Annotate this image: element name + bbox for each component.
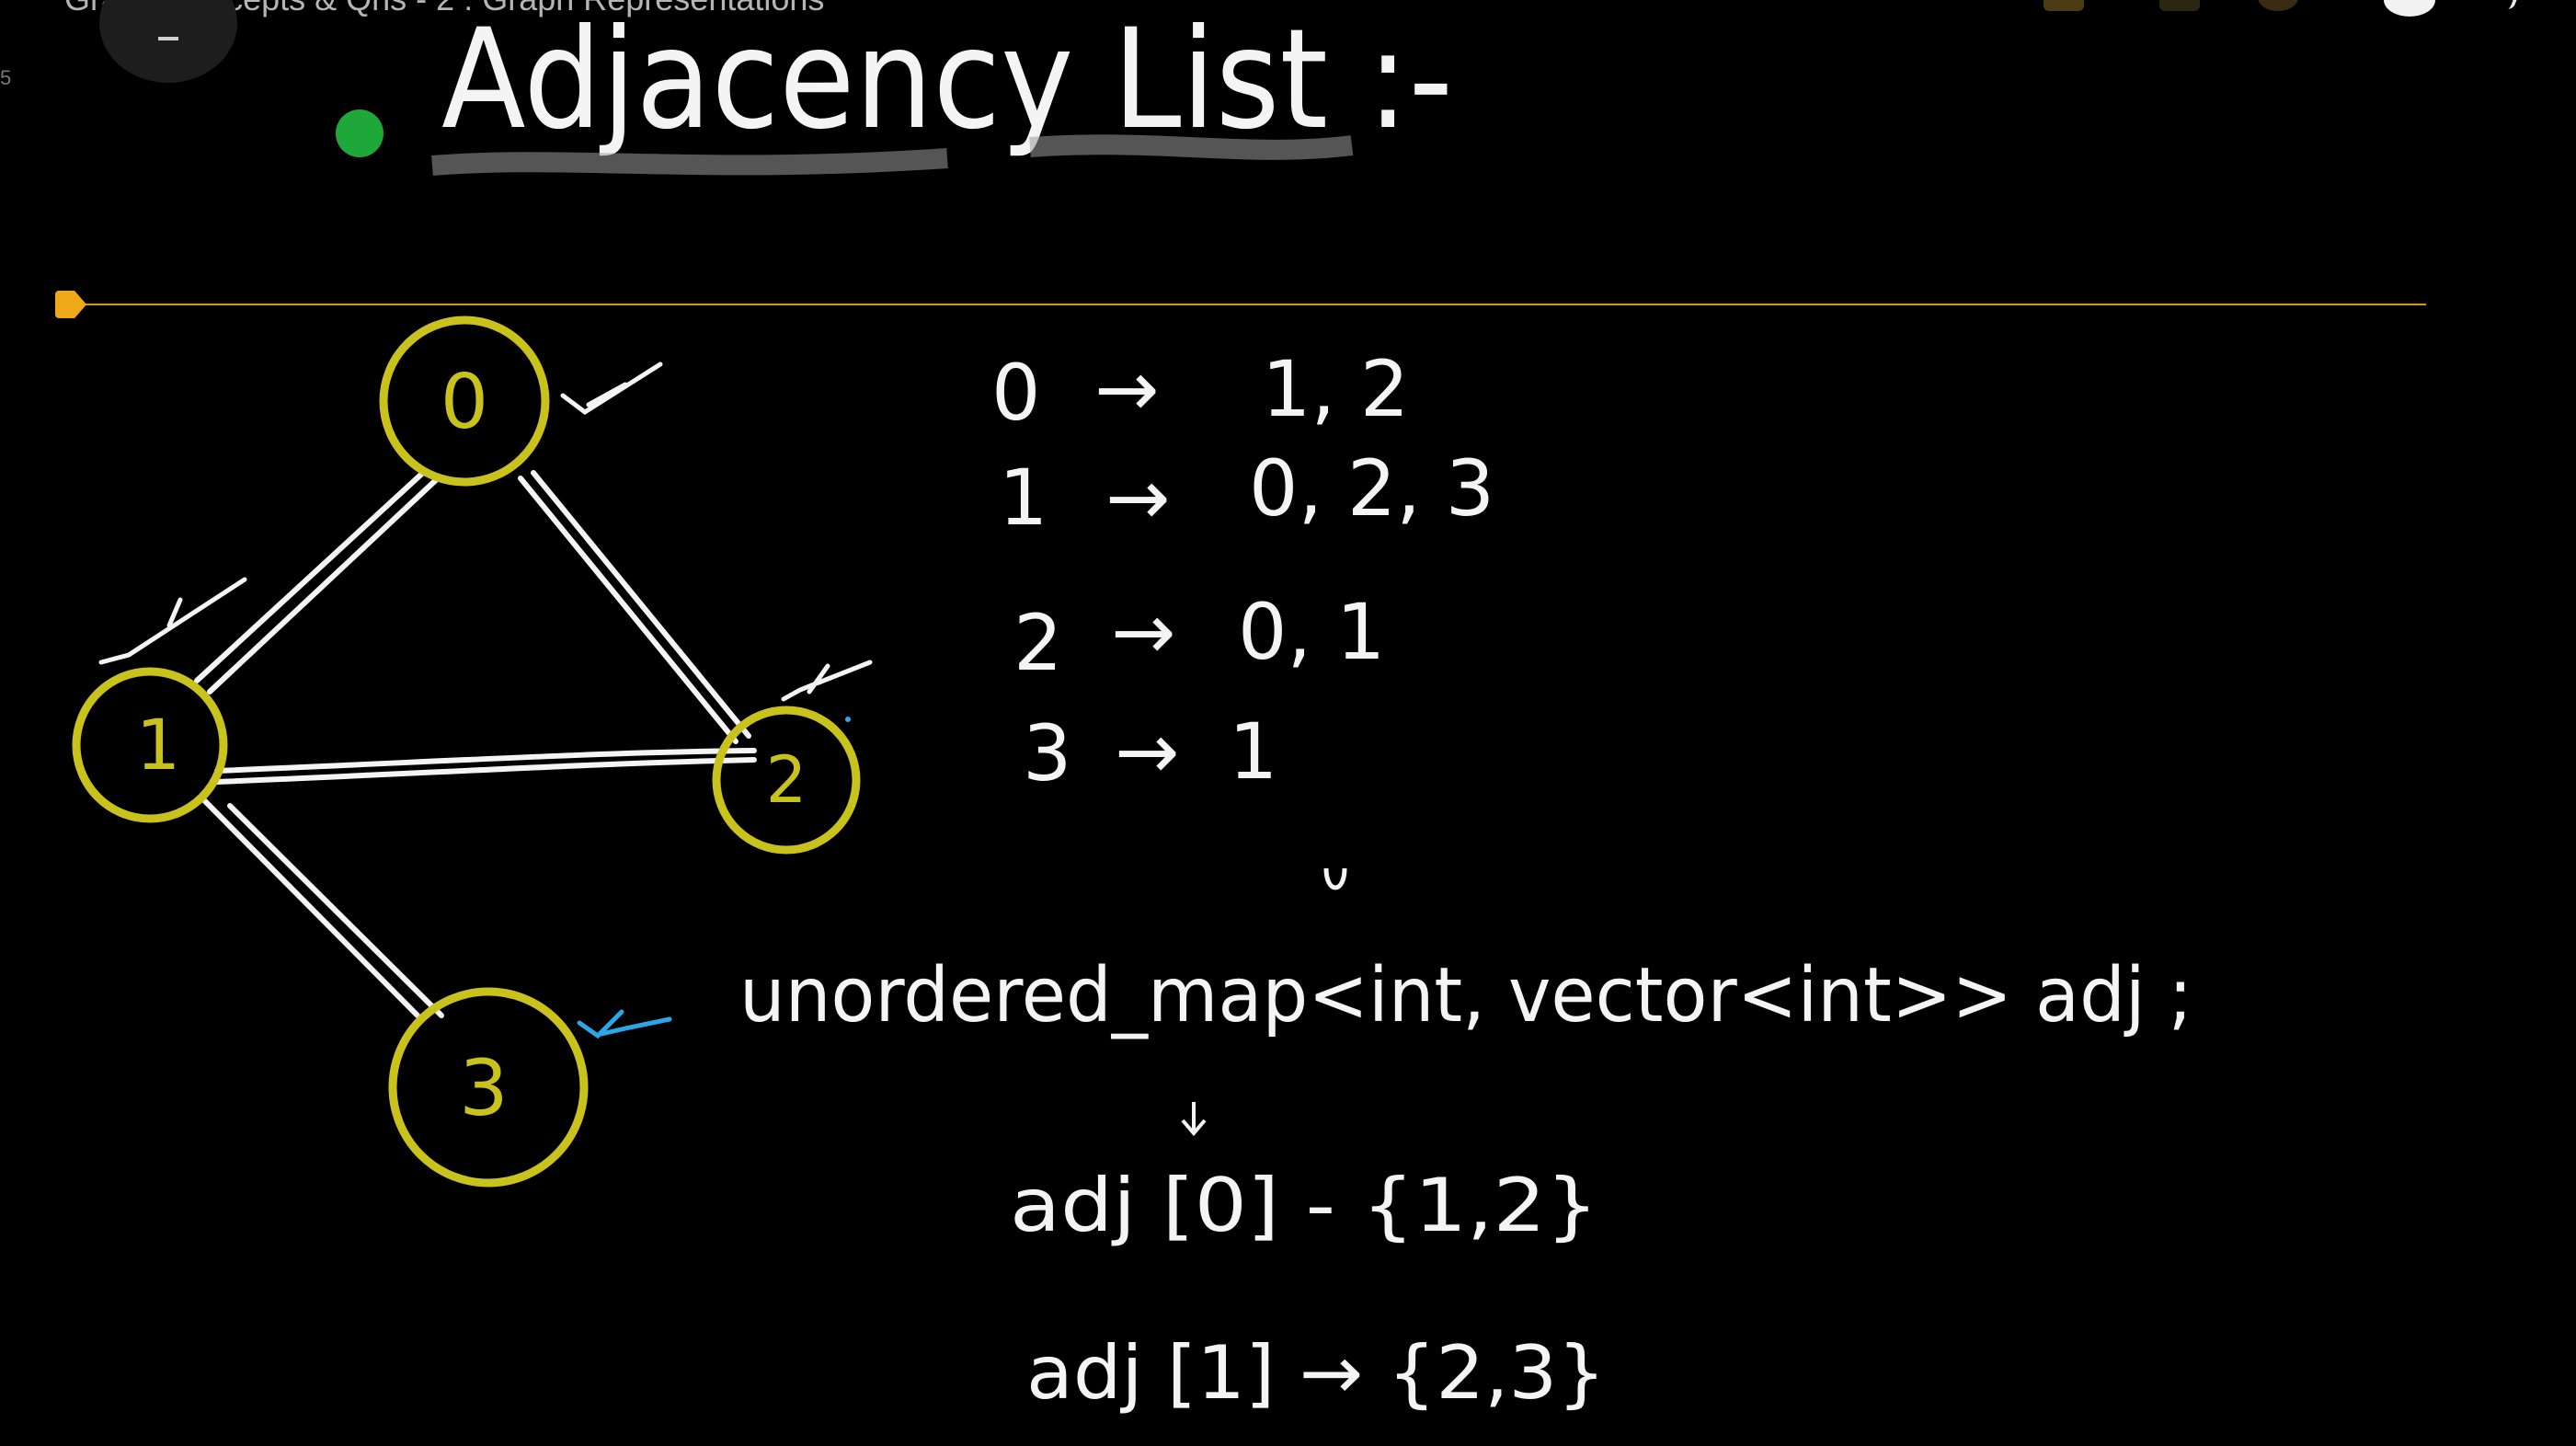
adjacency-row-0: 0 → 1, 2 [991,344,1409,438]
heading-underline-smudge-2 [1029,134,1354,160]
adjacency-row-2-arrow: → [1111,587,1175,677]
adjacency-row-2-neighbors: 0, 1 [1238,587,1385,677]
edge-1-3 [198,794,420,1018]
video-title[interactable]: Graph Concepts & Qns - 2 : Graph Represe… [64,0,824,18]
timeline-line[interactable] [64,304,2426,305]
edge-1-2 [214,748,757,774]
pointer-arrow-icon [1181,1102,1207,1137]
graph-node-0: 0 [379,316,550,487]
scribble-mark [1323,867,1347,890]
top-bar-icon-3[interactable] [2258,0,2298,11]
check-mark-icon-node-0 [560,362,663,416]
code-line-adj1: adj [1] → {2,3} [1026,1330,1606,1416]
code-declaration: unordered_map<int, vector<int>> adj ; [739,952,2192,1039]
heading-title: Adjacency List :- [441,0,1453,160]
menu-minus-icon [158,37,178,40]
top-bar-circle-icon[interactable] [2384,0,2435,17]
check-mark-icon-node-1 [98,577,247,665]
code-line-adj0: adj [0] - {1,2} [1010,1163,1598,1248]
top-bar-icon-1[interactable] [2044,0,2084,11]
blue-dot [845,717,851,722]
adjacency-row-0-arrow: → [1094,344,1159,434]
adjacency-row-0-neighbors: 1, 2 [1262,344,1409,434]
edge-0-1 [194,468,428,683]
edge-1-3-second-stroke [227,803,444,1018]
node-3-label: 3 [459,1043,508,1133]
top-bar-icon-2[interactable] [2159,0,2200,11]
adjacency-row-1-neighbors: 0, 2, 3 [1249,443,1494,534]
adjacency-row-1: 1 → 0, 2, 3 [999,443,1494,543]
heading-bullet [336,109,384,157]
edge-0-2-second-stroke [531,470,751,739]
adjacency-row-0-node: 0 [991,348,1040,438]
edge-0-2 [518,476,738,744]
graph-node-3: 3 [388,987,589,1188]
adjacency-row-3-arrow: → [1115,706,1179,797]
node-2-label: 2 [766,742,807,818]
heading-underline-smudge-1 [431,148,948,176]
side-number: 5 [0,66,12,89]
check-mark-icon-node-2 [781,660,873,702]
node-0-label: 0 [441,359,488,446]
adjacency-row-3-node: 3 [1023,708,1071,798]
adjacency-row-2: 2 → 0, 1 [1013,587,1385,688]
edge-1-2-second-stroke [214,757,757,785]
adjacency-row-1-node: 1 [999,453,1048,543]
adjacency-row-3-neighbors: 1 [1229,706,1277,797]
check-mark-icon-node-3 [577,1009,672,1039]
graph-node-1: 1 [72,667,228,823]
adjacency-row-3: 3 → 1 [1023,706,1277,798]
adjacency-row-1-arrow: → [1105,453,1170,543]
node-1-label: 1 [136,704,180,786]
graph-node-2: 2 [712,706,861,855]
adjacency-row-2-node: 2 [1013,598,1062,688]
edge-0-1-second-stroke [207,476,441,694]
graph-edges [194,468,757,1018]
adjacency-list: 0 → 1, 2 1 → 0, 2, 3 2 → 0, 1 3 → 1 [991,344,1494,798]
